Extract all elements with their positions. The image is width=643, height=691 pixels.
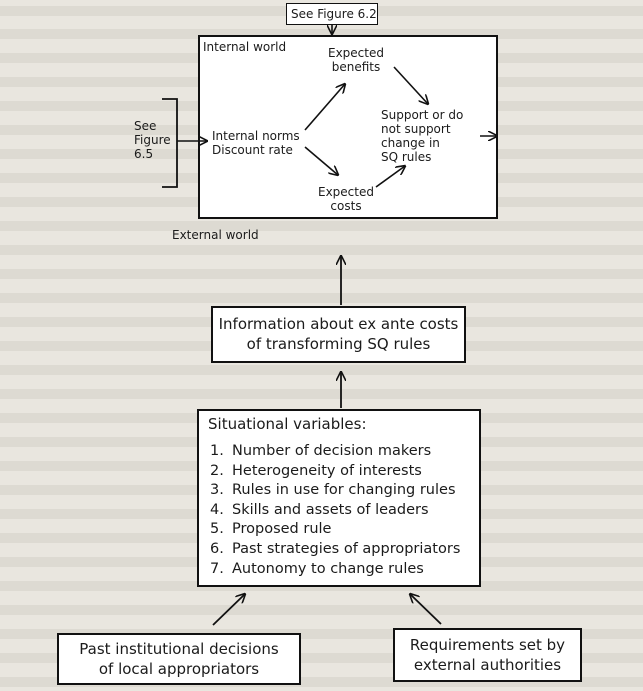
list-item: 4.Skills and assets of leaders bbox=[210, 501, 429, 518]
see-figure-6-5-label: See Figure 6.5 bbox=[134, 119, 171, 161]
decision-label: Support or do not support change in SQ r… bbox=[381, 108, 464, 164]
left-bracket bbox=[162, 98, 178, 188]
information-box bbox=[211, 306, 466, 363]
arrow-past-decisions-to-situational bbox=[212, 594, 245, 626]
list-item: 6.Past strategies of appropriators bbox=[210, 540, 461, 557]
arrow-requirements-to-situational bbox=[410, 594, 442, 625]
list-item: 2.Heterogeneity of interests bbox=[210, 462, 422, 479]
arrow-costs-to-decision bbox=[375, 166, 405, 188]
situational-variables-list: 1.Number of decision makers 2.Heterogene… bbox=[210, 442, 460, 579]
arrow-norms-to-costs bbox=[304, 146, 338, 175]
requirements-box bbox=[393, 628, 582, 682]
requirements-label: Requirements set by external authorities bbox=[409, 636, 566, 674]
expected-costs-label: Expected costs bbox=[318, 185, 374, 213]
list-item: 3.Rules in use for changing rules bbox=[210, 482, 456, 499]
internal-world-box bbox=[198, 35, 498, 219]
internal-world-label: Internal world bbox=[203, 40, 287, 54]
information-box-label: Information about ex ante costs of trans… bbox=[218, 315, 459, 353]
arrow-norms-to-benefits bbox=[304, 84, 345, 131]
past-decisions-box bbox=[57, 633, 301, 685]
situational-variables-title: Situational variables: bbox=[208, 415, 367, 433]
list-item: 5.Proposed rule bbox=[210, 521, 332, 538]
past-decisions-label: Past institutional decisions of local ap… bbox=[79, 640, 279, 678]
see-figure-6-2-box bbox=[286, 3, 378, 25]
expected-benefits-label: Expected benefits bbox=[328, 46, 384, 74]
arrow-benefits-to-decision bbox=[393, 66, 428, 104]
list-item: 7.Autonomy to change rules bbox=[210, 560, 424, 577]
external-world-label: External world bbox=[172, 228, 259, 242]
list-item: 1.Number of decision makers bbox=[210, 443, 432, 459]
see-figure-6-2-label: See Figure 6.2 bbox=[291, 7, 377, 21]
situational-variables-box bbox=[197, 409, 481, 587]
internal-norms-label: Internal norms Discount rate bbox=[212, 129, 300, 157]
